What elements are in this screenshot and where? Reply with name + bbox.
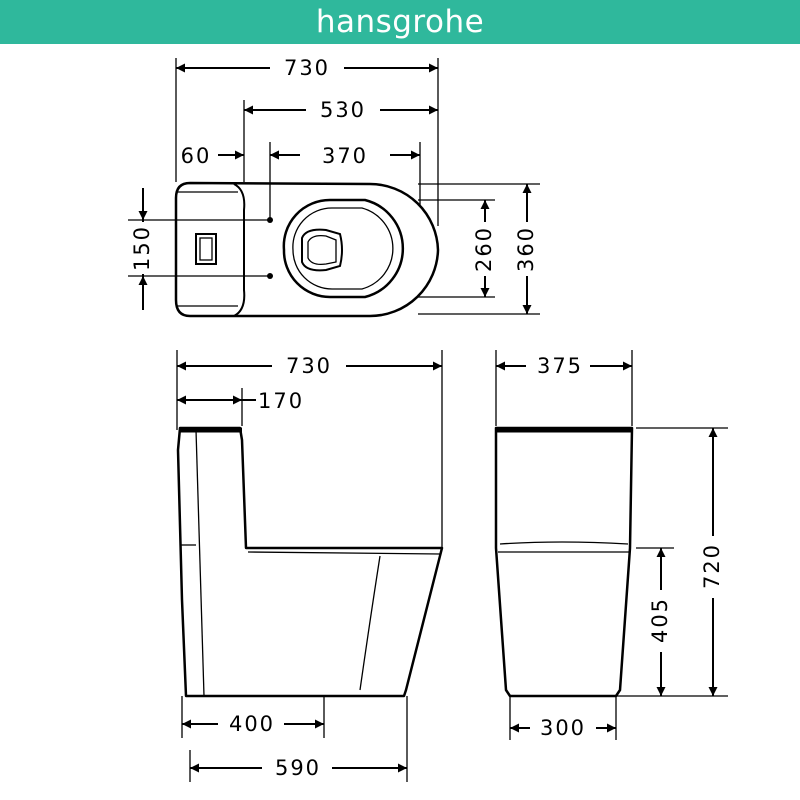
dim-front-seat-height: 405 — [648, 597, 672, 643]
fixing-point-upper — [267, 217, 273, 223]
dim-top-fixing-to-front: 530 — [320, 98, 366, 122]
dim-side-base-length: 590 — [275, 756, 321, 780]
front-view: 375 720 405 300 — [494, 350, 728, 740]
fixing-point-lower — [267, 273, 273, 279]
dim-top-fixing-to-bowl: 370 — [322, 144, 368, 168]
side-outline — [176, 426, 444, 698]
front-outline — [494, 426, 634, 698]
dim-front-overall-width: 375 — [537, 354, 583, 378]
dim-top-overall-width: 360 — [514, 226, 538, 272]
dim-side-outlet-distance: 400 — [229, 712, 275, 736]
dim-side-overall-length: 730 — [286, 354, 332, 378]
dim-top-tank-depth: 60 — [181, 144, 212, 168]
flush-button-outline — [195, 233, 217, 265]
hansgrohe-logo: hansgrohe — [315, 4, 485, 40]
top-view: 730 530 60 370 150 260 360 — [128, 56, 540, 318]
dim-side-tank-depth: 170 — [258, 389, 304, 413]
dim-front-base-width: 300 — [540, 716, 586, 740]
dim-top-fixing-spacing: 150 — [130, 225, 154, 271]
top-outline — [174, 181, 440, 318]
dim-top-overall-length: 730 — [284, 56, 330, 80]
bowl-outline — [282, 198, 405, 299]
side-view: 730 170 400 590 — [176, 350, 444, 782]
dim-top-bowl-width: 260 — [472, 226, 496, 272]
dim-front-overall-height: 720 — [700, 543, 724, 589]
brand-header-bar: hansgrohe — [0, 0, 800, 44]
